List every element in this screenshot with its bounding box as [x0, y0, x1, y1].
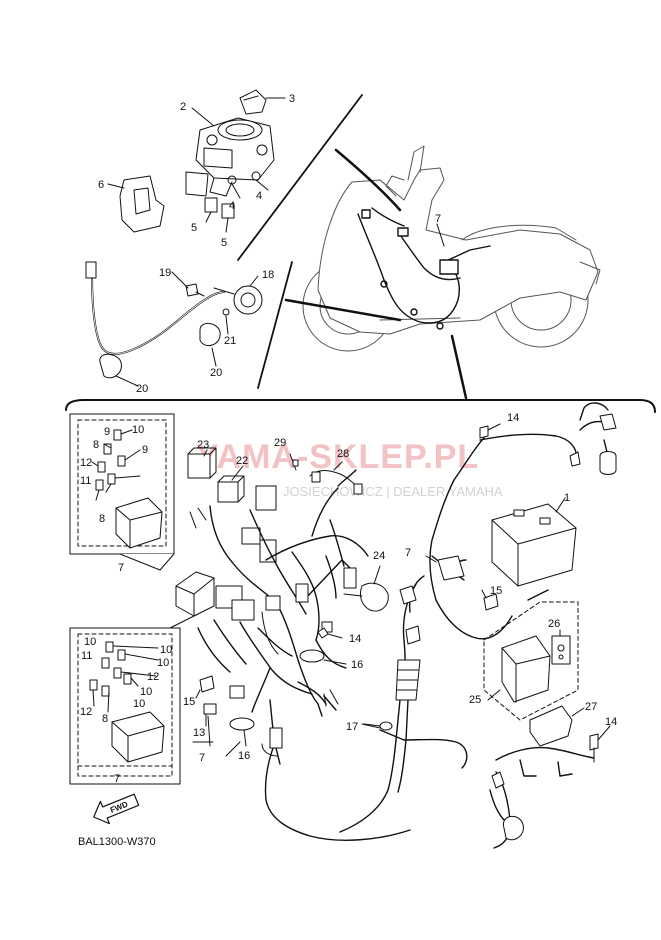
callout-23: 23: [197, 439, 209, 451]
callout-15: 15: [183, 696, 195, 708]
callout-8: 8: [93, 439, 99, 451]
callout-1: 1: [564, 492, 570, 504]
callout-22: 22: [236, 455, 248, 467]
callout-10: 10: [84, 636, 96, 648]
callout-21: 21: [224, 335, 236, 347]
callout-24: 24: [373, 550, 385, 562]
callout-16: 16: [238, 750, 250, 762]
callout-10: 10: [157, 657, 169, 669]
callout-15: 15: [490, 585, 502, 597]
relay-cluster: [175, 447, 277, 621]
callout-11: 11: [80, 475, 91, 487]
callout-9: 9: [104, 426, 110, 438]
watermark-title: YAMA-SKLEP.PL: [196, 438, 479, 476]
harness-components: [195, 453, 499, 757]
callout-7: 7: [405, 547, 411, 559]
scooter-overview: [284, 145, 601, 400]
sensor-cable-group: [85, 261, 293, 389]
callout-17: 17: [346, 721, 358, 733]
callout-10: 10: [160, 644, 172, 656]
callout-25: 25: [469, 694, 481, 706]
callout-leaders: [207, 629, 561, 757]
callout-14: 14: [605, 716, 617, 728]
callout-3: 3: [289, 93, 295, 105]
callout-12: 12: [80, 706, 92, 718]
callout-27: 27: [585, 701, 597, 713]
watermark: YAMA-SKLEP.PL JOSIECHOWICZ | DEALER YAMA…: [108, 426, 503, 499]
callout-7: 7: [118, 562, 124, 574]
callout-19: 19: [159, 267, 171, 279]
rear-harness-components: [363, 413, 617, 841]
callout-26: 26: [548, 618, 560, 630]
callout-5: 5: [221, 237, 227, 249]
fuse-box-inset-2: [69, 613, 199, 785]
callout-10: 10: [140, 686, 152, 698]
callout-10: 10: [132, 424, 144, 436]
fuse-box-inset-1: [69, 413, 175, 571]
callout-8: 8: [99, 513, 105, 525]
watermark-subtitle: JOSIECHOWICZ | DEALER YAMAHA: [283, 484, 503, 499]
callout-20: 20: [136, 383, 148, 395]
forward-arrow-icon: FWD: [93, 793, 140, 825]
callout-13: 13: [193, 727, 205, 739]
callout-12: 12: [147, 671, 159, 683]
callout-14: 14: [349, 633, 361, 645]
callout-11: 11: [81, 650, 92, 662]
callout-9: 9: [142, 444, 148, 456]
callout-28: 28: [337, 448, 349, 460]
main-frame-border: [65, 399, 656, 413]
callout-7: 7: [435, 213, 441, 225]
callout-5: 5: [191, 222, 197, 234]
callout-7: 7: [114, 773, 120, 785]
callout-2: 2: [180, 101, 186, 113]
callout-20: 20: [210, 367, 222, 379]
callout-4: 4: [256, 190, 262, 202]
callout-12: 12: [80, 457, 92, 469]
callout-4: 4: [229, 200, 235, 212]
callout-10: 10: [133, 698, 145, 710]
callout-29: 29: [274, 437, 286, 449]
callout-16: 16: [351, 659, 363, 671]
main-switch-assembly: [107, 89, 363, 261]
callout-14: 14: [507, 412, 519, 424]
callout-7: 7: [199, 752, 205, 764]
callout-labels: 3 2 6 4 4 5 5 7 19 18 21 20 20 14 10 9 8…: [77, 93, 617, 785]
callout-18: 18: [262, 269, 274, 281]
diagram-reference-code: BAL1300-W370: [78, 836, 156, 848]
callout-6: 6: [98, 179, 104, 191]
callout-8: 8: [102, 713, 108, 725]
